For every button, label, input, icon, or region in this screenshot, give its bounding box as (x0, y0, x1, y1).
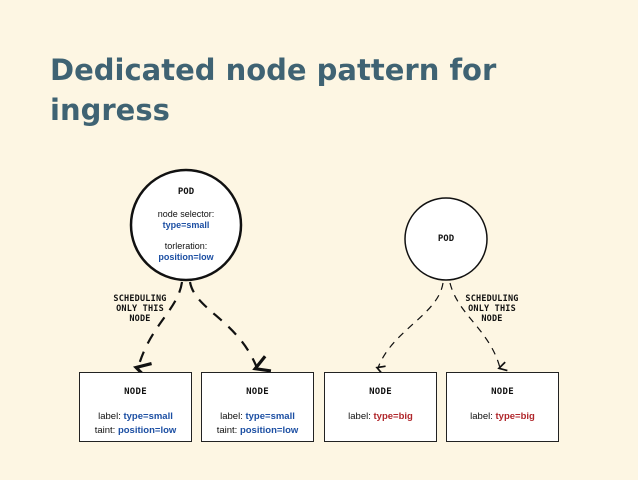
left-arrow-to-node-1 (133, 281, 184, 380)
left-node-2-taint-value: position=low (239, 425, 299, 436)
right-scheduling-line-3: NODE (481, 314, 503, 324)
right-node-1-heading: NODE (369, 387, 392, 397)
left-scheduling-label: SCHEDULING ONLY THIS NODE (100, 294, 180, 324)
left-node-2-taint-key: taint: (216, 425, 238, 436)
right-node-1-label-key: label: (348, 411, 371, 422)
left-node-2: NODE label: type=small taint: position=l… (201, 372, 314, 442)
left-scheduling-line-2: ONLY THIS (116, 304, 164, 314)
left-node-1-taint-value: position=low (117, 425, 177, 436)
slide-title: Dedicated node pattern for ingress (50, 50, 610, 130)
right-node-2-heading: NODE (491, 387, 514, 397)
right-pod-circle (404, 197, 488, 281)
left-pod-heading: POD (177, 187, 195, 197)
left-node-1-heading: NODE (124, 387, 147, 397)
right-arrow-to-node-1 (375, 282, 444, 375)
left-pod-toleration-value: position=low (158, 252, 214, 262)
left-scheduling-line-1: SCHEDULING (113, 294, 167, 304)
right-scheduling-label: SCHEDULING ONLY THIS NODE (452, 294, 532, 324)
left-node-1-taint-key: taint: (94, 425, 116, 436)
right-node-2-label-value: type=big (495, 411, 535, 422)
left-node-2-label-key: label: (220, 411, 243, 422)
right-pod-heading: POD (437, 234, 455, 244)
left-pod-content: POD node selector: type=small torleratio… (136, 187, 236, 263)
left-pod-selector-label: node selector: (157, 209, 215, 219)
left-arrow-to-node-2 (188, 281, 272, 373)
right-node-1: NODE label: type=big (324, 372, 437, 442)
right-node-1-label-value: type=big (373, 411, 413, 422)
left-pod-toleration-label: torleration: (164, 241, 208, 251)
slide-title-line-2: ingress (50, 93, 170, 127)
left-node-1-label-value: type=small (123, 411, 173, 422)
right-scheduling-line-1: SCHEDULING (465, 294, 519, 304)
left-node-2-heading: NODE (246, 387, 269, 397)
right-scheduling-line-2: ONLY THIS (468, 304, 516, 314)
left-pod-selector-value: type=small (162, 220, 210, 230)
left-scheduling-line-3: NODE (129, 314, 151, 324)
right-node-2-label-key: label: (470, 411, 493, 422)
left-node-1-label-key: label: (98, 411, 121, 422)
slide-title-line-1: Dedicated node pattern for (50, 53, 497, 87)
right-pod-content: POD (406, 234, 486, 244)
right-node-2: NODE label: type=big (446, 372, 559, 442)
left-pod-circle (129, 168, 243, 282)
left-node-2-label-value: type=small (245, 411, 295, 422)
left-node-1: NODE label: type=small taint: position=l… (79, 372, 192, 442)
